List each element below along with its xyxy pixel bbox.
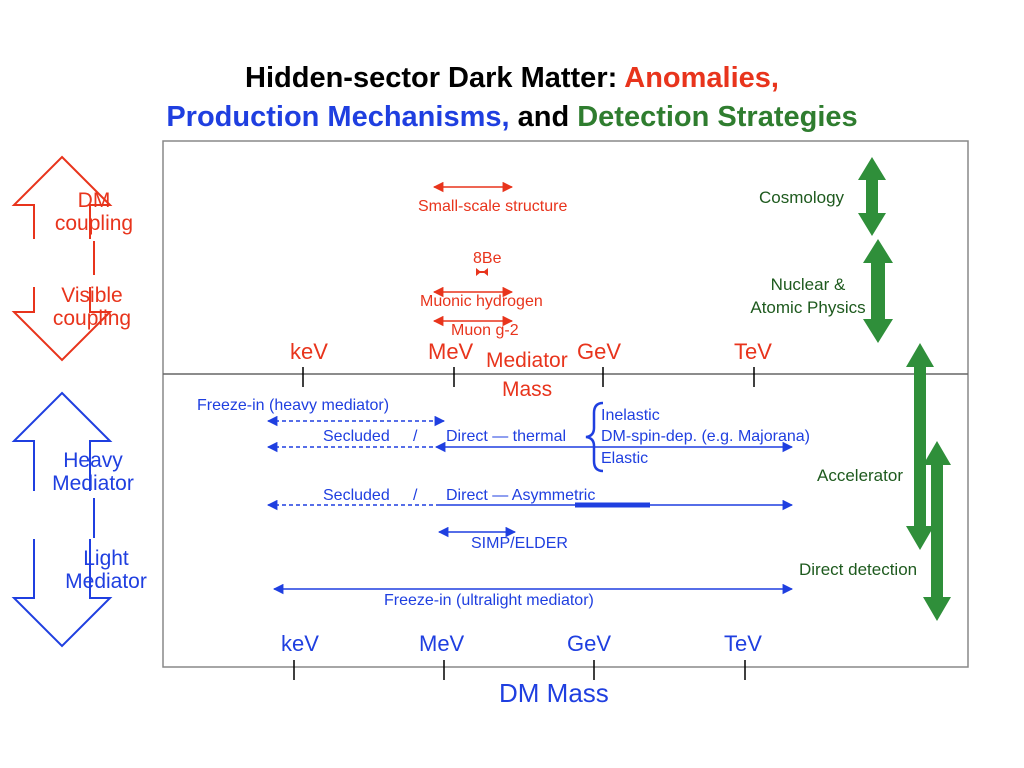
mediator-tick-label-tev: TeV [734, 339, 772, 364]
visible-coupling-label: Visible coupling [52, 284, 132, 330]
mediator-tick-label-gev: GeV [577, 339, 622, 364]
nuclear-double-arrow-icon [863, 239, 893, 343]
slash-label-2: / [413, 487, 418, 504]
be8-label: 8Be [473, 250, 502, 267]
inelastic-label: Inelastic [601, 407, 660, 424]
dm-spin-dep-label: DM-spin-dep. (e.g. Majorana) [601, 428, 810, 445]
mediator-axis-title-line2: Mass [502, 378, 553, 401]
diagram-frame [162, 140, 969, 668]
freeze-in-ultralight-label: Freeze-in (ultralight mediator) [384, 592, 594, 609]
title-detection: Detection Strategies [577, 101, 858, 133]
brace-icon [585, 401, 604, 473]
dm-tick-label-mev: MeV [419, 631, 465, 656]
elastic-label: Elastic [601, 450, 649, 467]
title-line-1: Hidden-sector Dark Matter: Anomalies, [0, 61, 1024, 95]
mediator-tick-label-kev: keV [290, 339, 328, 364]
title-production: Production Mechanisms, [166, 101, 510, 133]
title-and: and [509, 101, 578, 133]
mediator-tick-label-mev: MeV [428, 339, 474, 364]
small-scale-label: Small-scale structure [418, 198, 568, 215]
title-line-2: Production Mechanisms, and Detection Str… [0, 100, 1024, 134]
accelerator-double-arrow-icon [906, 343, 934, 550]
secluded-label-2: Secluded [323, 487, 390, 504]
dm-coupling-label: DM coupling [54, 189, 134, 235]
simp-elder-label: SIMP/ELDER [471, 535, 568, 552]
freeze-in-heavy-label: Freeze-in (heavy mediator) [197, 397, 390, 414]
muon-g2-label: Muon g-2 [451, 322, 519, 339]
dm-tick-label-gev: GeV [567, 631, 612, 656]
dm-tick-label-tev: TeV [724, 631, 762, 656]
slash-label-1: / [413, 428, 418, 445]
direct-detection-double-arrow-icon [923, 441, 951, 621]
secluded-label-1: Secluded [323, 428, 390, 445]
light-mediator-label: Light Mediator [65, 547, 147, 593]
heavy-mediator-label: Heavy Mediator [52, 449, 134, 495]
direct-thermal-label: Direct — thermal [446, 428, 567, 445]
mediator-axis-title-line1: Mediator [484, 349, 570, 372]
nuclear-atomic-label: Nuclear & Atomic Physics [750, 275, 866, 317]
title-main: Hidden-sector Dark Matter: [245, 62, 625, 94]
dm-axis-title: DM Mass [499, 678, 609, 708]
cosmology-label: Cosmology [759, 188, 845, 207]
title-anomalies: Anomalies, [624, 62, 779, 94]
accelerator-label: Accelerator [817, 466, 903, 485]
dm-tick-label-kev: keV [281, 631, 319, 656]
muonic-hydrogen-label: Muonic hydrogen [420, 293, 543, 310]
cosmology-double-arrow-icon [858, 157, 886, 236]
direct-asym-label: Direct — Asymmetric [446, 487, 596, 504]
direct-detection-label: Direct detection [799, 560, 918, 579]
